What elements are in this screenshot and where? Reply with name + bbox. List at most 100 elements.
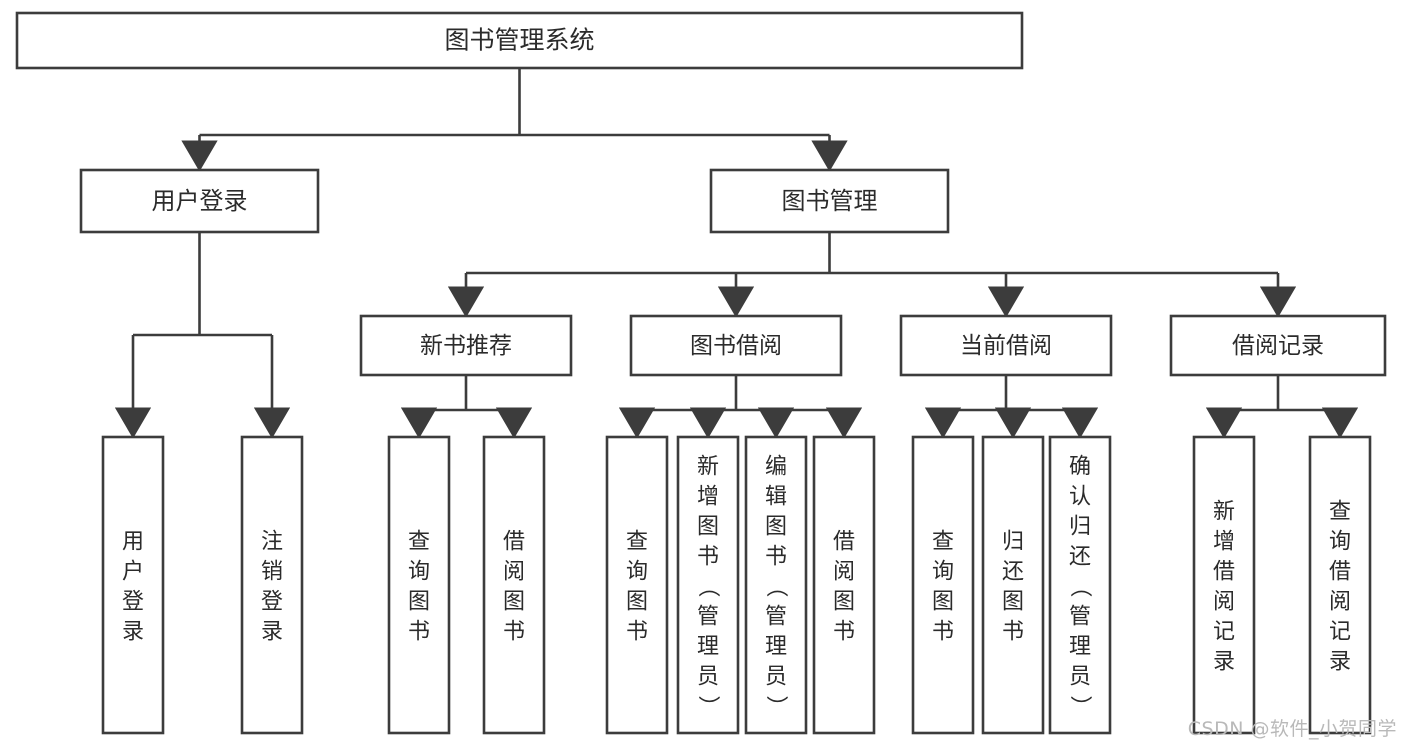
node-group-label-0: 新书推荐: [420, 333, 512, 359]
svg-text:辑: 辑: [765, 484, 787, 509]
svg-text:借: 借: [1213, 559, 1235, 584]
leaf-user-0[interactable]: [101, 435, 165, 735]
leaf-g3-0[interactable]: [1192, 435, 1256, 735]
svg-text:用: 用: [122, 529, 144, 554]
svg-text:（: （: [695, 575, 720, 597]
node-boxes: 图书管理系统用户登录图书管理用户登录注销登录新书推荐图书借阅当前借阅借阅记录查询…: [15, 11, 1387, 735]
svg-text:录: 录: [1213, 649, 1235, 674]
svg-text:理: 理: [765, 634, 787, 659]
svg-text:阅: 阅: [833, 559, 855, 584]
svg-text:书: 书: [697, 544, 719, 569]
svg-text:阅: 阅: [503, 559, 525, 584]
svg-text:理: 理: [1069, 634, 1091, 659]
svg-text:（: （: [1067, 575, 1092, 597]
node-group-3[interactable]: [1169, 314, 1387, 377]
svg-text:借: 借: [1329, 559, 1351, 584]
leaf-user-1[interactable]: [240, 435, 304, 735]
node-user-login-label: 用户登录: [152, 187, 248, 215]
svg-text:图: 图: [697, 514, 719, 539]
svg-text:（: （: [763, 575, 788, 597]
leaf-g1-3[interactable]: [812, 435, 876, 735]
svg-text:询: 询: [626, 559, 648, 584]
svg-text:管: 管: [697, 604, 719, 629]
svg-text:员: 员: [697, 664, 719, 689]
svg-text:员: 员: [765, 664, 787, 689]
svg-text:录: 录: [122, 619, 144, 644]
svg-text:图: 图: [932, 589, 954, 614]
leaf-g0-0[interactable]: [387, 435, 451, 735]
node-group-0[interactable]: [359, 314, 573, 377]
svg-text:）: ）: [695, 695, 720, 717]
leaf-g1-0[interactable]: [605, 435, 669, 735]
svg-text:图: 图: [626, 589, 648, 614]
svg-text:阅: 阅: [1213, 589, 1235, 614]
svg-text:归: 归: [1002, 529, 1024, 554]
node-group-2[interactable]: [899, 314, 1113, 377]
svg-text:）: ）: [1067, 695, 1092, 717]
node-root[interactable]: [15, 11, 1024, 70]
svg-text:图: 图: [833, 589, 855, 614]
node-root-label: 图书管理系统: [444, 26, 594, 55]
svg-text:认: 认: [1069, 484, 1091, 509]
svg-text:图: 图: [503, 589, 525, 614]
leaf-g3-1[interactable]: [1308, 435, 1372, 735]
svg-text:图: 图: [765, 514, 787, 539]
leaf-g2-1[interactable]: [981, 435, 1045, 735]
svg-text:书: 书: [626, 619, 648, 644]
svg-text:录: 录: [1329, 649, 1351, 674]
node-book-manage[interactable]: [709, 168, 950, 234]
svg-text:新: 新: [697, 454, 719, 479]
svg-text:查: 查: [932, 529, 954, 554]
svg-text:管: 管: [765, 604, 787, 629]
svg-text:查: 查: [626, 529, 648, 554]
svg-text:注: 注: [261, 529, 283, 554]
svg-text:借: 借: [503, 529, 525, 554]
svg-text:书: 书: [503, 619, 525, 644]
svg-text:记: 记: [1329, 619, 1351, 644]
svg-text:户: 户: [122, 559, 144, 584]
svg-text:询: 询: [408, 559, 430, 584]
svg-text:销: 销: [261, 559, 283, 584]
leaf-user-label-0: 用户登录: [122, 529, 144, 644]
svg-text:查: 查: [1329, 499, 1351, 524]
svg-text:记: 记: [1213, 619, 1235, 644]
svg-text:员: 员: [1069, 664, 1091, 689]
leaf-g2-2[interactable]: [1048, 435, 1112, 735]
node-group-label-1: 图书借阅: [690, 333, 782, 359]
svg-text:）: ）: [763, 695, 788, 717]
leaf-g1-1[interactable]: [676, 435, 740, 735]
connector-lines: [114, 68, 1359, 439]
svg-text:书: 书: [932, 619, 954, 644]
node-book-manage-label: 图书管理: [782, 187, 878, 215]
node-group-1[interactable]: [629, 314, 843, 377]
node-group-label-2: 当前借阅: [960, 333, 1052, 359]
leaf-g2-0[interactable]: [911, 435, 975, 735]
svg-text:书: 书: [765, 544, 787, 569]
svg-text:登: 登: [261, 589, 283, 614]
svg-text:借: 借: [833, 529, 855, 554]
svg-text:录: 录: [261, 619, 283, 644]
svg-text:书: 书: [1002, 619, 1024, 644]
leaf-g1-2[interactable]: [744, 435, 808, 735]
node-group-label-3: 借阅记录: [1232, 333, 1324, 359]
svg-text:登: 登: [122, 589, 144, 614]
leaf-g0-1[interactable]: [482, 435, 546, 735]
svg-text:图: 图: [408, 589, 430, 614]
svg-text:新: 新: [1213, 499, 1235, 524]
svg-text:增: 增: [697, 484, 719, 509]
svg-text:管: 管: [1069, 604, 1091, 629]
node-user-login[interactable]: [79, 168, 320, 234]
svg-text:书: 书: [408, 619, 430, 644]
svg-text:询: 询: [932, 559, 954, 584]
svg-text:阅: 阅: [1329, 589, 1351, 614]
